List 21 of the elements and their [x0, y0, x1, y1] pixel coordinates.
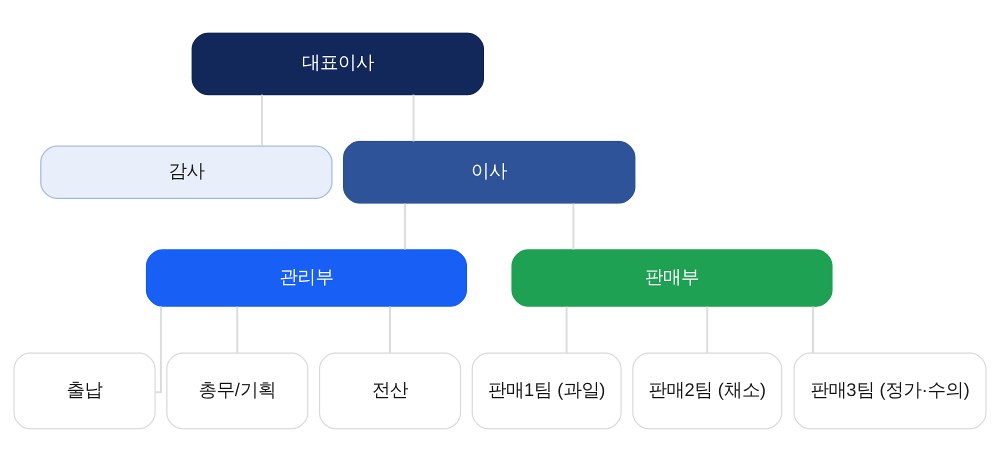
node-box: 이사	[343, 140, 636, 204]
connector	[412, 94, 414, 142]
connector	[389, 306, 391, 354]
connector	[404, 203, 406, 250]
connector	[812, 306, 814, 354]
connector	[566, 306, 568, 354]
node-box: 관리부	[146, 249, 468, 307]
connector	[572, 203, 574, 250]
node-box: 판매1팀 (과일)	[472, 352, 622, 430]
node-box: 전산	[318, 352, 462, 430]
node-box: 출납	[13, 352, 156, 430]
node-box: 판매3팀 (정가·수의)	[793, 352, 987, 430]
node-box: 대표이사	[192, 32, 484, 96]
connector	[261, 94, 264, 146]
connector	[706, 306, 708, 354]
node-box: 총무/기획	[166, 352, 308, 430]
node-box: 감사	[40, 146, 333, 200]
connector	[155, 306, 162, 394]
node-box: 판매부	[511, 249, 833, 307]
node-box: 판매2팀 (채소)	[632, 352, 782, 430]
connector	[236, 306, 238, 354]
